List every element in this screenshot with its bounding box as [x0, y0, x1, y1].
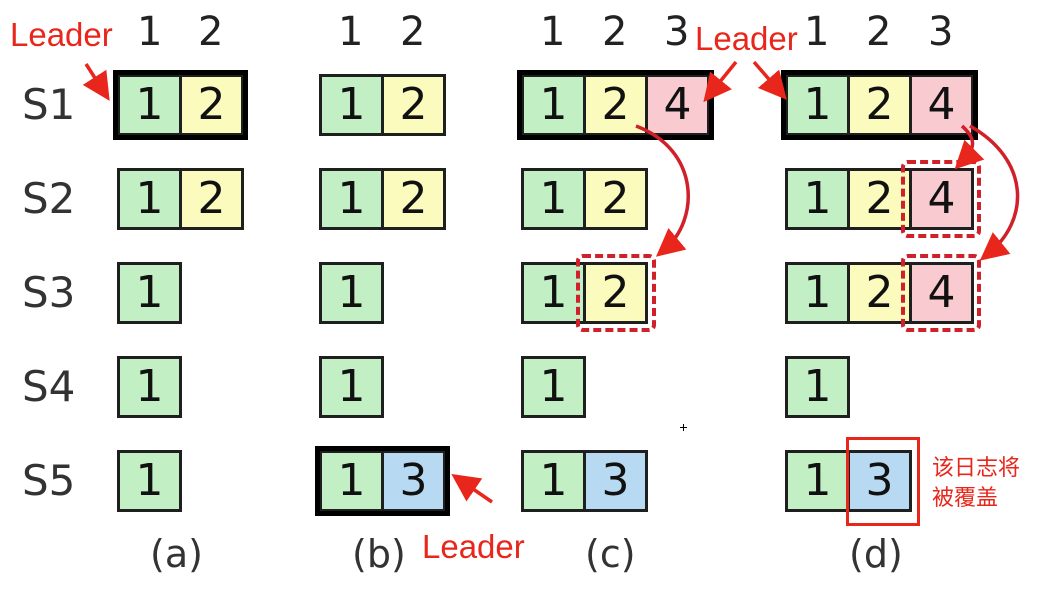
- log-entry: 1: [117, 74, 182, 136]
- leader-arrow-a: [82, 63, 110, 101]
- leader-outline: [315, 446, 450, 516]
- caption-b: (b): [352, 532, 406, 576]
- log-entry: 2: [381, 168, 446, 230]
- overwrite-note-line1: 该日志将: [932, 456, 1021, 481]
- log-entry: 1: [319, 262, 384, 324]
- col-c-index-3: 3: [664, 9, 690, 55]
- log-entry: 2: [381, 74, 446, 136]
- log-entry: 2: [179, 168, 244, 230]
- col-b-index-1: 1: [338, 9, 364, 55]
- log-entry: 1: [319, 450, 384, 512]
- log-entry: 4: [645, 74, 710, 136]
- overwritten-entry-box: [846, 437, 920, 526]
- replicate-arrow-d-s2: [954, 124, 985, 170]
- col-d-index-2: 2: [866, 9, 892, 55]
- leader-label-cd: Leader: [695, 20, 798, 57]
- log-entry: 1: [785, 356, 850, 418]
- log-entry: 4: [909, 262, 974, 324]
- log-entry: 1: [521, 262, 586, 324]
- col-d-index-3: 3: [928, 9, 954, 55]
- log-entry: 3: [583, 450, 648, 512]
- caption-a: (a): [150, 532, 203, 576]
- col-c-index-1: 1: [540, 9, 566, 55]
- leader-outline: [517, 70, 714, 140]
- col-a-index-1: 1: [137, 9, 163, 55]
- server-label-s1: S1: [22, 80, 76, 129]
- log-entry: 3: [847, 450, 912, 512]
- log-entry: 1: [319, 356, 384, 418]
- col-b-index-2: 2: [400, 9, 426, 55]
- server-label-s4: S4: [22, 362, 76, 411]
- log-entry: 1: [117, 450, 182, 512]
- col-c-index-2: 2: [602, 9, 628, 55]
- leader-outline: [781, 70, 978, 140]
- log-entry: 3: [381, 450, 446, 512]
- leader-label-b: Leader: [422, 528, 525, 565]
- server-label-s5: S5: [22, 456, 76, 505]
- col-d-index-1: 1: [804, 9, 830, 55]
- log-entry: 2: [179, 74, 244, 136]
- log-entry: 1: [319, 74, 384, 136]
- log-entry: 1: [521, 356, 586, 418]
- replicated-entry-highlight: [901, 254, 981, 332]
- server-label-s3: S3: [22, 268, 76, 317]
- log-entry: 1: [521, 168, 586, 230]
- mouse-cursor: [680, 424, 687, 431]
- overwrite-note: 该日志将 被覆盖: [932, 454, 1020, 513]
- col-a-index-2: 2: [198, 9, 224, 55]
- replicated-entry-highlight: [901, 160, 981, 238]
- leader-arrow-d: [752, 60, 787, 100]
- replicated-entry-highlight: [576, 254, 656, 332]
- leader-label-a: Leader: [10, 16, 113, 53]
- log-entry: 1: [785, 262, 850, 324]
- caption-c: (c): [585, 532, 636, 576]
- log-entry: 1: [117, 262, 182, 324]
- leader-arrow-c: [703, 60, 738, 103]
- log-entry: 1: [521, 74, 586, 136]
- leader-arrow-b: [451, 474, 493, 504]
- server-label-s2: S2: [22, 174, 76, 223]
- leader-outline: [113, 70, 248, 140]
- replicate-arrow-c: [635, 124, 690, 257]
- caption-d: (d): [849, 532, 903, 576]
- overwrite-note-line2: 被覆盖: [932, 485, 999, 511]
- replicate-arrow-d-s3: [969, 124, 1020, 261]
- log-entry: 2: [583, 168, 648, 230]
- log-entry: 4: [909, 168, 974, 230]
- log-entry: 1: [785, 168, 850, 230]
- log-entry: 1: [117, 356, 182, 418]
- log-entry: 1: [785, 74, 850, 136]
- log-entry: 2: [583, 262, 648, 324]
